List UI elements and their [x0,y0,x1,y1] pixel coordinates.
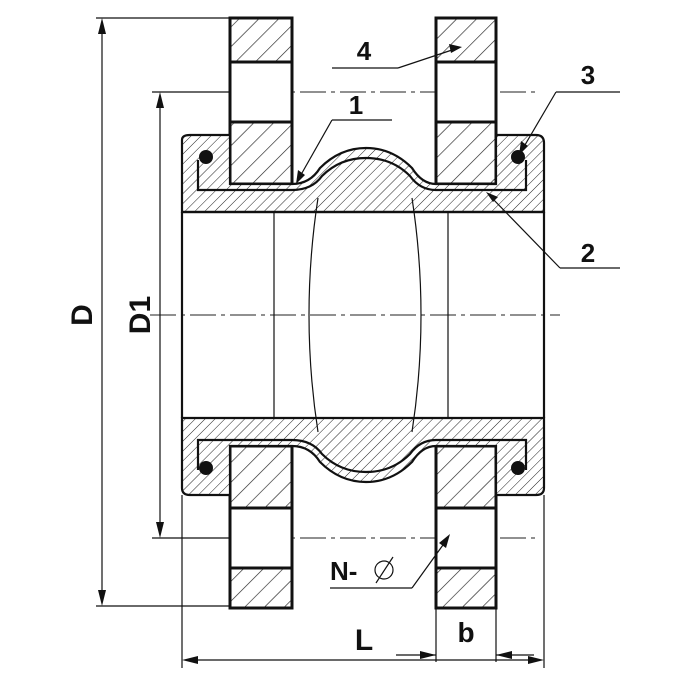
leader-part-2 [486,192,620,269]
dimension-b [396,608,534,662]
dim-b-label: b [457,617,474,648]
rubber-body-top [180,133,546,214]
diameter-symbol-icon [374,560,394,580]
dim-L-label: L [355,624,373,657]
part-4-label: 4 [357,36,372,66]
dim-D-label: D [66,304,99,326]
dim-D1-label: D1 [124,296,157,334]
left-flange [228,16,294,610]
part-2-label: 2 [581,238,595,268]
leader-part-3 [519,91,620,155]
bore-outline [180,197,546,433]
right-flange [434,16,498,610]
leader-part-1 [296,119,392,184]
leader-part-4 [332,44,462,69]
part-1-label: 1 [349,90,363,120]
part-3-label: 3 [581,60,595,90]
dimension-D1 [152,91,230,539]
rubber-body-bottom [180,416,546,497]
leader-holes [330,534,450,589]
holes-label: N- [330,556,357,586]
dimension-D [96,17,230,607]
dimension-L [181,495,545,668]
